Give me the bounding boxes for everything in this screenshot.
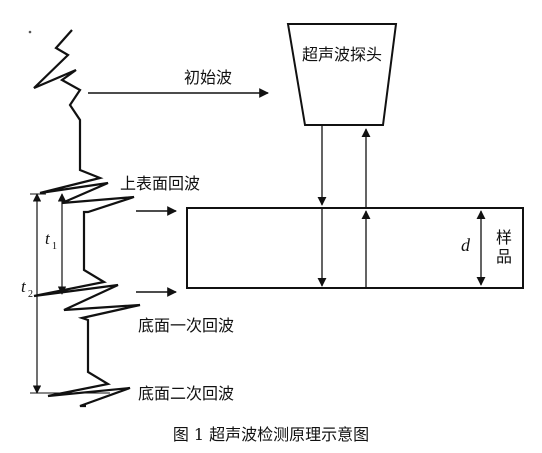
t2-label: t: [21, 277, 27, 296]
corner-dot: [28, 30, 32, 34]
initial-wave-label: 初始波: [184, 68, 232, 87]
sample-label-line2: 品: [496, 247, 512, 266]
ultrasonic-probe: [286, 23, 398, 126]
waveform-trace: [33, 29, 141, 408]
t1-label: t: [45, 229, 51, 248]
bottom-echo2-label: 底面二次回波: [138, 384, 234, 403]
t2-subscript: 2: [28, 289, 33, 300]
thickness-label: d: [461, 235, 471, 255]
sample-label-line1: 样: [496, 228, 512, 247]
probe-label: 超声波探头: [302, 45, 382, 64]
t1-subscript: 1: [52, 241, 57, 252]
bottom-echo1-label: 底面一次回波: [138, 316, 234, 335]
sample-block: [186, 207, 524, 289]
figure-caption: 图 1 超声波检测原理示意图: [173, 425, 369, 444]
top-echo-label: 上表面回波: [120, 174, 200, 193]
